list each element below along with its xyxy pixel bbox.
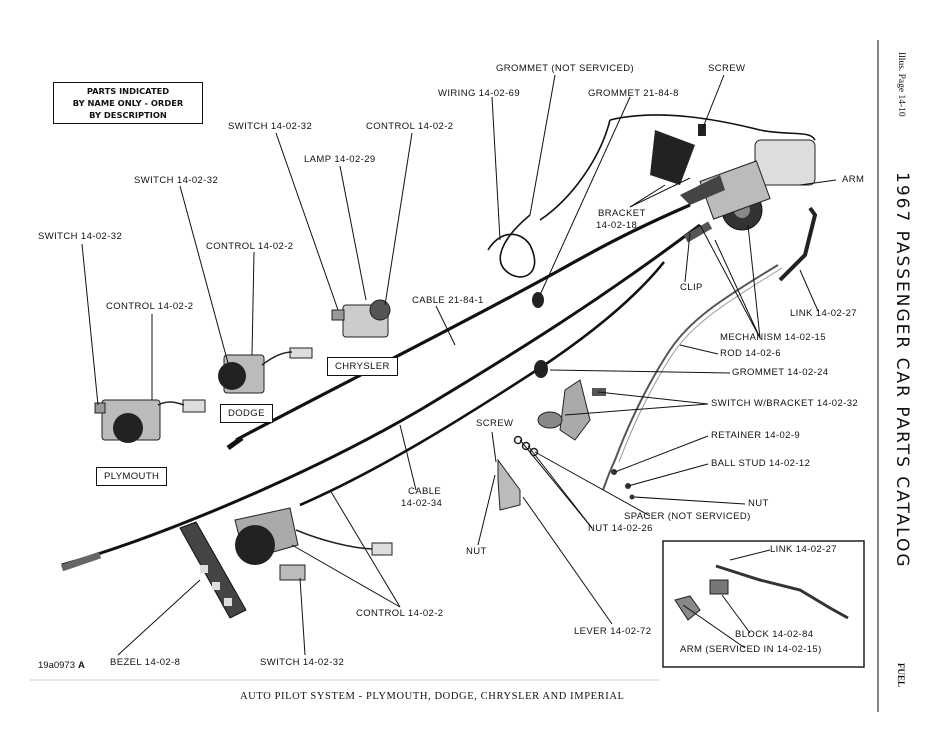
- inset-detail: [674, 564, 849, 621]
- label-control-bottom: CONTROL 14-02-2: [356, 608, 444, 619]
- leader-lines: [81, 74, 837, 656]
- label-bracket-number: 14-02-18: [596, 220, 638, 231]
- grommet-21-84-8: [532, 292, 544, 308]
- label-screw-top: SCREW: [708, 63, 746, 74]
- label-clip: CLIP: [680, 282, 703, 293]
- label-block: BLOCK 14-02-84: [735, 629, 814, 640]
- section-name: FUEL: [896, 663, 906, 688]
- label-cable-21-84-1: CABLE 21-84-1: [412, 295, 484, 306]
- label-nut-mid: NUT: [466, 546, 487, 557]
- label-control-dodge: CONTROL 14-02-2: [206, 241, 294, 252]
- plymouth-control: [94, 399, 206, 443]
- label-switch-plymouth: SWITCH 14-02-32: [38, 231, 123, 242]
- note-line-1: PARTS INDICATED: [86, 86, 170, 96]
- dodge-control: [218, 347, 313, 394]
- catalog-title: 1967 PASSENGER CAR PARTS CATALOG: [892, 172, 912, 569]
- label-grommet-not-serviced: GROMMET (NOT SERVICED): [496, 63, 635, 74]
- label-bezel: BEZEL 14-02-8: [110, 657, 181, 668]
- label-rod: ROD 14-02-6: [720, 348, 781, 359]
- label-control-plymouth: CONTROL 14-02-2: [106, 301, 194, 312]
- label-switch-w-bracket: SWITCH W/BRACKET 14-02-32: [711, 398, 859, 409]
- label-arm-serviced: ARM (SERVICED IN 14-02-15): [680, 644, 822, 655]
- label-screw-mid: SCREW: [476, 418, 514, 429]
- link-rod: [602, 206, 818, 491]
- cable-21-84-1: [226, 203, 691, 451]
- note-line-2: BY NAME ONLY - ORDER: [72, 98, 184, 108]
- order-note-box: PARTS INDICATED BY NAME ONLY - ORDER BY …: [53, 82, 203, 124]
- label-ball-stud: BALL STUD 14-02-12: [711, 458, 811, 469]
- imperial-control: [234, 507, 393, 581]
- label-bracket: BRACKET: [598, 208, 646, 219]
- label-wiring: WIRING 14-02-69: [438, 88, 521, 99]
- label-link-inset: LINK 14-02-27: [770, 544, 837, 555]
- illustration-suffix: A: [77, 660, 85, 671]
- cable-14-02-34: [60, 223, 701, 572]
- label-nut-14-02-26: NUT 14-02-26: [588, 523, 653, 534]
- label-arm: ARM: [842, 174, 865, 185]
- car-line-chrysler: CHRYSLER: [327, 357, 398, 376]
- label-switch-chrysler: SWITCH 14-02-32: [228, 121, 313, 132]
- label-lamp: LAMP 14-02-29: [304, 154, 376, 165]
- car-line-dodge: DODGE: [220, 404, 273, 423]
- label-link-top: LINK 14-02-27: [790, 308, 857, 319]
- label-spacer: SPACER (NOT SERVICED): [624, 511, 751, 522]
- chrysler-control: [331, 299, 391, 338]
- inset-frame: [662, 540, 865, 668]
- note-line-3: BY DESCRIPTION: [89, 110, 167, 120]
- bezel: [179, 521, 247, 619]
- label-control-chrysler: CONTROL 14-02-2: [366, 121, 454, 132]
- label-cable-14-02-34: CABLE: [408, 486, 442, 497]
- label-lever: LEVER 14-02-72: [574, 626, 652, 637]
- label-switch-dodge: SWITCH 14-02-32: [134, 175, 219, 186]
- label-grommet-21-84-8: GROMMET 21-84-8: [588, 88, 679, 99]
- car-line-plymouth: PLYMOUTH: [96, 467, 168, 486]
- figure-caption: AUTO PILOT SYSTEM - PLYMOUTH, DODGE, CHR…: [240, 691, 625, 702]
- label-retainer: RETAINER 14-02-9: [711, 430, 801, 441]
- servo-mechanism: [650, 124, 816, 243]
- illustration-page-ref: Illus. Page 14-10: [896, 52, 906, 117]
- label-nut-right: NUT: [748, 498, 769, 509]
- label-switch-bottom: SWITCH 14-02-32: [260, 657, 345, 668]
- grommet-14-02-24: [534, 360, 548, 378]
- label-grommet-14-02-24: GROMMET 14-02-24: [732, 367, 829, 378]
- throttle-switch-assembly: [497, 379, 635, 511]
- illustration-id: 19a0973: [38, 660, 75, 671]
- label-cable-14-02-34-number: 14-02-34: [401, 498, 443, 509]
- wiring-harness: [487, 114, 816, 278]
- label-mechanism: MECHANISM 14-02-15: [720, 332, 826, 343]
